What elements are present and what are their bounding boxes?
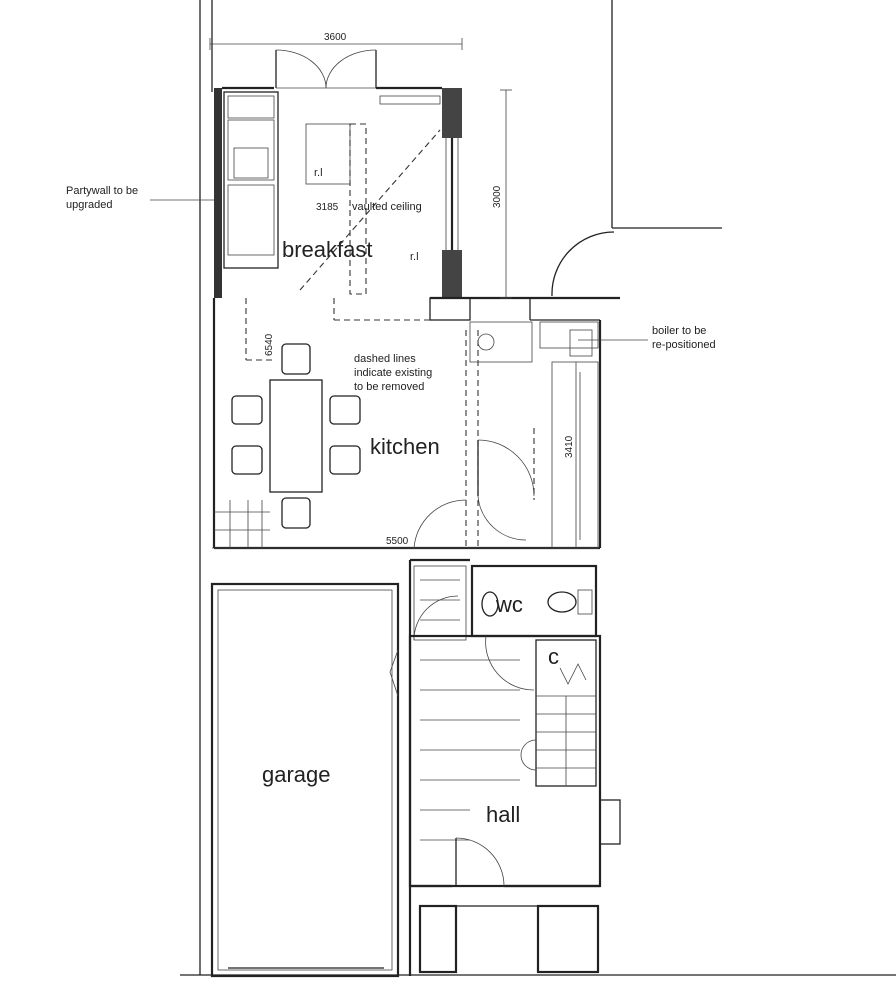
garage-walls <box>210 582 400 978</box>
window-rear <box>379 95 441 105</box>
dim-extension-depth: 3000 <box>492 185 503 208</box>
party-wall <box>214 88 222 298</box>
chimney-breast <box>429 297 471 321</box>
dim-kitchen-depth: 6540 <box>264 333 275 356</box>
breakfast-extension <box>214 86 462 298</box>
room-label-breakfast: breakfast <box>282 237 373 262</box>
note-rl-lower: r.l <box>410 251 419 263</box>
chair <box>281 343 311 375</box>
wc-room <box>470 564 598 638</box>
pier-top <box>442 88 462 138</box>
note-dashed-1: dashed lines <box>354 353 416 365</box>
annotation-leaders <box>150 199 648 341</box>
chair <box>231 445 263 475</box>
kitchen-hall-door <box>413 428 535 549</box>
garden-door-arc <box>551 231 615 297</box>
note-boiler-1: boiler to be <box>652 325 706 337</box>
note-partywall-2: upgraded <box>66 199 113 211</box>
note-rl-upper: r.l <box>314 167 323 179</box>
room-label-wc: wc <box>495 592 523 617</box>
chair <box>231 395 263 425</box>
room-label-cupboard: c <box>548 644 559 669</box>
toilet <box>481 591 499 617</box>
dim-top-width: 3600 <box>324 32 347 43</box>
chair <box>329 395 361 425</box>
staircase <box>520 639 621 845</box>
note-dashed-3: to be removed <box>354 381 424 393</box>
sofa <box>223 91 279 269</box>
chair <box>329 445 361 475</box>
kitchen-dimensions <box>212 89 598 549</box>
room-label-hall: hall <box>486 802 520 827</box>
chair <box>281 497 311 529</box>
tiled-area <box>214 500 270 548</box>
dimension-top-width <box>209 38 463 50</box>
note-boiler-2: re-positioned <box>652 339 716 351</box>
room-label-kitchen: kitchen <box>370 434 440 459</box>
pier-bottom <box>442 250 462 298</box>
front-porch <box>410 837 600 974</box>
dim-kitchen-right: 3410 <box>564 435 575 458</box>
note-dashed-2: indicate existing <box>354 367 432 379</box>
note-vaulted: vaulted ceiling <box>352 201 422 213</box>
dim-kitchen-width: 5500 <box>386 536 409 547</box>
dim-breakfast-width: 3185 <box>316 202 339 213</box>
basin <box>547 591 577 613</box>
room-label-garage: garage <box>262 762 331 787</box>
site-boundaries <box>180 0 896 976</box>
dining-table <box>231 343 361 529</box>
kitchen-counters <box>469 321 599 549</box>
note-partywall-1: Partywall to be <box>66 185 138 197</box>
hall-area <box>408 634 602 888</box>
roof-lights <box>245 123 441 361</box>
boiler <box>569 329 593 357</box>
french-doors <box>275 49 377 89</box>
sink <box>469 321 533 363</box>
